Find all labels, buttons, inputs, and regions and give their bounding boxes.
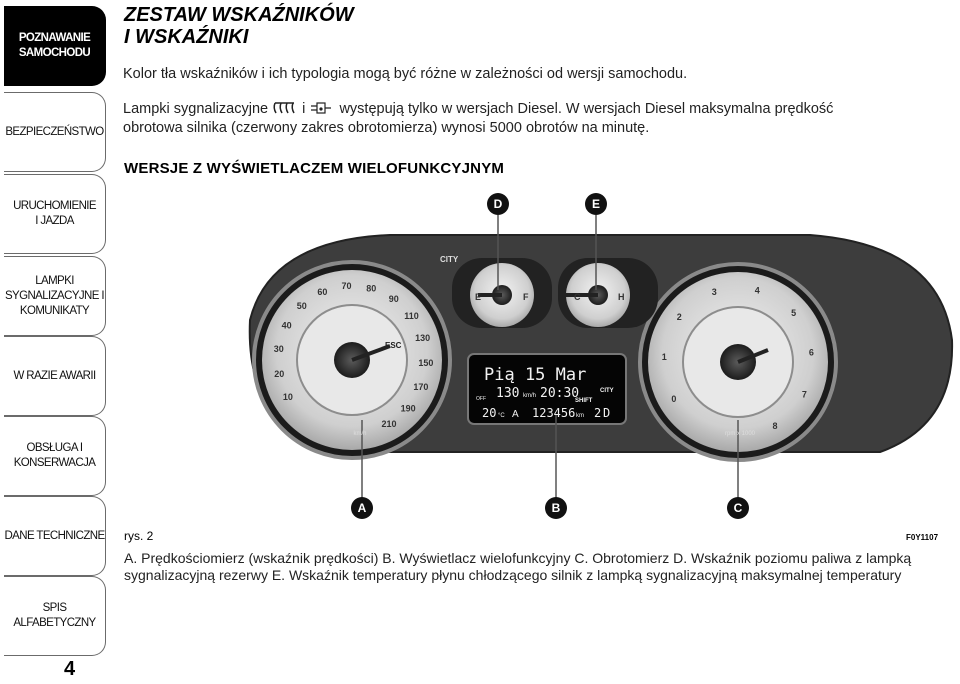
display-city: CITY — [600, 388, 614, 394]
page-title-line1: ZESTAW WSKAŹNIKÓW — [124, 4, 354, 26]
tachometer-tick-4: 4 — [755, 286, 760, 296]
tachometer-tick-2: 2 — [677, 312, 682, 322]
temperature-gauge — [558, 258, 658, 328]
svg-text:C: C — [734, 501, 743, 515]
speedometer-tick-70: 70 — [341, 281, 351, 291]
figure-caption: A. Prędkościomierz (wskaźnik prędkości) … — [124, 550, 912, 583]
tachometer-tick-6: 6 — [809, 347, 814, 357]
sidebar-tab-lampki[interactable]: LAMPKI SYGNALIZACYJNE I KOMUNIKATY — [4, 256, 106, 336]
svg-text:E: E — [592, 197, 600, 211]
callout-d: D — [487, 193, 509, 215]
speedometer-ticks: 10 20 30 40 50 60 70 80 90 110 130 150 170 190 210 — [274, 281, 434, 429]
tachometer-tick-5: 5 — [791, 308, 796, 318]
tachometer-tick-7: 7 — [802, 390, 807, 400]
svg-text:A: A — [358, 501, 367, 515]
display-speed-unit: km/h — [523, 393, 536, 399]
tachometer-unit: rpm x 1000 — [725, 431, 756, 437]
diesel-note-part3: występują tylko w wersjach Diesel. W wer… — [339, 101, 834, 117]
speedometer-tick-60: 60 — [317, 287, 327, 297]
svg-text:D: D — [494, 197, 503, 211]
speedometer-tick-40: 40 — [282, 320, 292, 330]
tachometer-tick-3: 3 — [712, 287, 717, 297]
speedometer-unit: km/h — [353, 431, 366, 437]
figure-code: F0Y1107 — [906, 533, 939, 542]
sidebar-tab-uruchomienie[interactable]: URUCHOMIENIE I JAZDA — [4, 174, 106, 254]
speedometer-tick-90: 90 — [389, 294, 399, 304]
page-title-line2: I WSKAŹNIKI — [124, 26, 249, 48]
display-auto-climate: A — [512, 409, 519, 420]
intro-paragraph: Kolor tła wskaźników i ich typologia mog… — [123, 66, 688, 82]
speedometer-tick-50: 50 — [297, 301, 307, 311]
esc-label: ESC — [385, 341, 402, 350]
temp-hot-label: H — [618, 292, 625, 302]
diesel-note: Lampki sygnalizacyjne i występują tylko … — [123, 100, 833, 138]
callout-b: B — [545, 497, 567, 519]
display-odo-unit: km — [576, 413, 584, 419]
temp-cold-label: C — [574, 292, 581, 302]
fuel-empty-label: E — [475, 292, 481, 302]
figure-label: rys. 2 — [124, 529, 154, 543]
diesel-note-part2: i — [302, 101, 306, 117]
display-off: OFF — [476, 396, 486, 402]
tachometer-ticks: 0 1 2 3 4 5 6 7 8 — [662, 286, 814, 432]
callout-a: A — [351, 497, 373, 519]
speedometer-tick-170: 170 — [413, 382, 428, 392]
speedometer-gauge — [252, 260, 452, 460]
glow-plug-icon — [273, 102, 295, 114]
sidebar-tab-bezpieczenstwo[interactable]: BEZPIECZEŃSTWO — [4, 92, 106, 172]
tachometer-gauge — [638, 262, 838, 462]
display-time: 20:30 — [540, 386, 579, 401]
display-date: Pią 15 Mar — [484, 365, 586, 385]
speedometer-tick-210: 210 — [381, 419, 396, 429]
callout-e: E — [585, 193, 607, 215]
page-number: 4 — [64, 658, 76, 680]
tachometer-tick-8: 8 — [772, 421, 777, 431]
fuel-gauge — [452, 258, 552, 328]
multifunction-display — [467, 353, 627, 425]
sidebar-tab-dane[interactable]: DANE TECHNICZNE — [4, 496, 106, 576]
sidebar-tab-poznawanie[interactable]: POZNAWANIE SAMOCHODU — [4, 6, 106, 86]
svg-text:B: B — [552, 501, 561, 515]
sidebar-tab-spis[interactable]: SPIS ALFABETYCZNY — [4, 576, 106, 656]
speedometer-tick-190: 190 — [401, 403, 416, 413]
section-heading: WERSJE Z WYŚWIETLACZEM WIELOFUNKCYJNYM — [124, 160, 505, 177]
display-gear-suffix: D — [603, 406, 610, 420]
speedometer-tick-20: 20 — [274, 369, 284, 379]
sidebar-tab-awaria[interactable]: W RAZIE AWARII — [4, 336, 106, 416]
display-shift: SHIFT — [575, 398, 593, 404]
diesel-note-part1: Lampki sygnalizacyjne — [123, 101, 269, 117]
speedometer-tick-80: 80 — [366, 284, 376, 294]
tachometer-tick-0: 0 — [671, 394, 676, 404]
display-temp-unit: °C — [498, 413, 505, 419]
speedometer-tick-150: 150 — [418, 358, 433, 368]
callout-c: C — [727, 497, 749, 519]
display-temperature: 20 — [482, 406, 496, 420]
page-title: ZESTAW WSKAŹNIKÓW I WSKAŹNIKI — [124, 4, 354, 48]
speedometer-tick-110: 110 — [404, 311, 419, 321]
sidebar-tab-obsluga[interactable]: OBSŁUGA I KONSERWACJA — [4, 416, 106, 496]
diesel-note-line2: obrotowa silnika (czerwony zakres obroto… — [123, 120, 650, 136]
display-odometer: 123456 — [532, 406, 575, 420]
speedometer-tick-10: 10 — [283, 392, 293, 402]
display-gear: 2 — [594, 406, 601, 420]
fuel-full-label: F — [523, 292, 529, 302]
speedometer-tick-30: 30 — [274, 344, 284, 354]
city-indicator-label: CITY — [440, 255, 459, 264]
water-in-fuel-icon — [311, 102, 332, 114]
display-speed: 130 — [496, 386, 519, 401]
sidebar-nav: POZNAWANIE SAMOCHODU BEZPIECZEŃSTWO URUC… — [0, 0, 108, 684]
speedometer-tick-130: 130 — [415, 333, 430, 343]
tachometer-tick-1: 1 — [662, 352, 667, 362]
